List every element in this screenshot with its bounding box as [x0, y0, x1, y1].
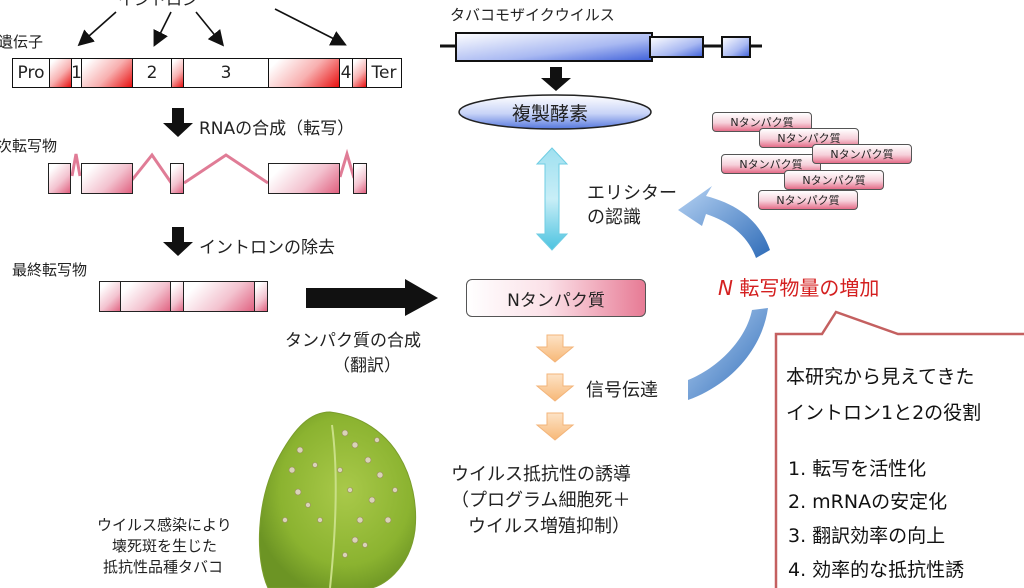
callout-item-1: 1. 転写を活性化 — [788, 458, 927, 480]
primary-exon-2 — [81, 163, 133, 194]
resistance-induction-line1: ウイルス抵抗性の誘導 — [451, 464, 631, 485]
primary-exon-1 — [48, 163, 71, 194]
n-protein-small: Nタンパク質 — [759, 128, 859, 148]
n-protein-small: Nタンパク質 — [812, 144, 912, 164]
n-protein-small: Nタンパク質 — [758, 190, 858, 210]
primary-transcript-introns — [70, 148, 356, 185]
final-exon-5 — [254, 281, 268, 312]
signal-arrows — [535, 334, 575, 441]
gene-exon-2 — [81, 58, 133, 88]
recognition-double-arrow — [535, 147, 569, 251]
transcript-increase-text: 転写物量の増加 — [732, 276, 880, 300]
feedback-arc-upper — [678, 186, 770, 258]
transcript-increase-italic: N — [718, 276, 733, 300]
gene-label: 遺伝子 — [0, 33, 44, 51]
intron-pointer-2 — [153, 11, 172, 47]
elicitor-recognition-label-1: エリシター — [587, 183, 677, 204]
callout-title-2: イントロン1と2の役割 — [786, 402, 982, 424]
enzyme-arrow — [541, 67, 571, 91]
final-exon-4 — [183, 281, 256, 312]
translation-label: タンパク質の合成 — [285, 331, 421, 351]
final-exon-2 — [120, 281, 172, 312]
callout-item-2: 2. mRNAの安定化 — [788, 491, 948, 513]
gene-intron-2: 2 — [132, 58, 172, 88]
primary-transcript-label: 一次転写物 — [0, 137, 58, 155]
virus-label: タバコモザイクウイルス — [450, 6, 615, 24]
resistance-induction-line2: （プログラム細胞死＋ — [451, 490, 631, 511]
transcript-increase-label: N 転写物量の増加 — [718, 272, 879, 301]
intron-removal-arrow — [163, 227, 193, 256]
callout-item-3: 3. 翻訳効率の向上 — [788, 525, 946, 547]
elicitor-recognition-label-2: の認識 — [587, 207, 641, 228]
virus-genome — [440, 32, 762, 62]
transcription-arrow — [163, 108, 193, 137]
leaf-caption-2: 壊死斑を生じた — [112, 537, 218, 555]
final-transcript-label: 最終転写物 — [12, 261, 88, 279]
intron-pointer-4 — [274, 8, 347, 46]
gene-box-terminator: Ter — [366, 58, 402, 88]
callout-item-4: 4. 効率的な抵抗性誘 — [788, 559, 965, 581]
callout-title-1: 本研究から見えてきた — [786, 366, 975, 388]
infected-leaf-image — [258, 411, 417, 588]
n-protein-small: Nタンパク質 — [721, 154, 821, 174]
intron-pointer-1 — [77, 11, 117, 47]
resistance-induction-line3: ウイルス増殖抑制） — [468, 516, 630, 537]
callout-box-border — [774, 310, 1024, 588]
gene-exon-4 — [268, 58, 340, 88]
gene-exon-5 — [352, 58, 367, 88]
intron-removal-label: イントロンの除去 — [199, 238, 335, 258]
final-exon-1 — [99, 281, 122, 312]
feedback-arc-lower — [688, 308, 768, 400]
gene-intron-3: 3 — [183, 58, 269, 88]
down-arrows — [163, 67, 571, 256]
translation-sublabel: （翻訳） — [333, 356, 401, 376]
n-protein-main: Nタンパク質 — [466, 279, 646, 317]
leaf-caption-1: ウイルス感染により — [97, 516, 232, 534]
replicase-ellipse — [458, 94, 652, 130]
signal-transduction-label: 信号伝達 — [586, 380, 658, 401]
transcription-label: RNAの合成（転写） — [199, 119, 355, 139]
primary-exon-5 — [353, 163, 367, 194]
translation-arrow — [306, 279, 438, 316]
intron-pointer-3 — [195, 11, 225, 47]
replicase-label: 複製酵素 — [512, 103, 589, 125]
primary-exon-3 — [170, 163, 184, 194]
intron-label-partial: イントロン — [118, 0, 198, 10]
gene-exon-1 — [49, 58, 72, 88]
leaf-caption-3: 抵抗性品種タバコ — [103, 558, 224, 576]
intron-pointer-arrows — [77, 8, 347, 47]
gene-box-promoter: Pro — [12, 58, 50, 88]
primary-exon-4 — [268, 163, 340, 194]
n-protein-small: Nタンパク質 — [784, 170, 884, 190]
gene-intron-4: 4 — [339, 58, 353, 88]
